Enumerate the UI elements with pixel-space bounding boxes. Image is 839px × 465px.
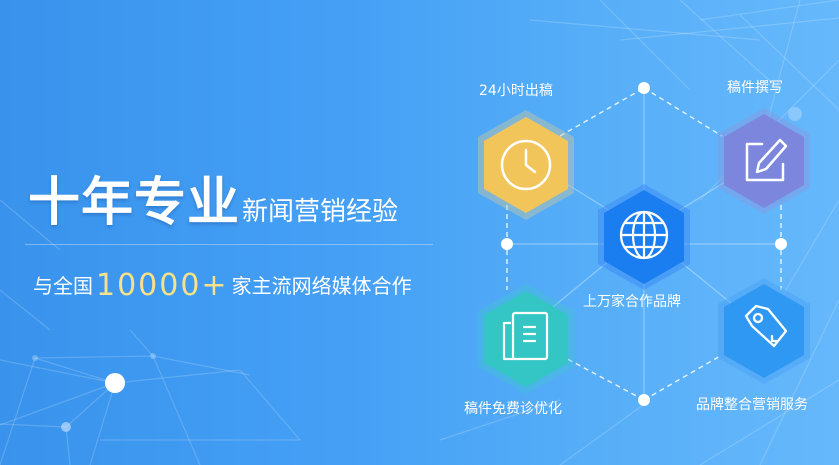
connector-dot-bottom	[638, 394, 650, 406]
subline-prefix: 与全国	[33, 274, 93, 298]
connector-dot-top	[638, 82, 650, 94]
headline-sub: 新闻营销经验	[242, 197, 399, 227]
divider	[25, 244, 433, 245]
connector-dot-left	[501, 238, 513, 250]
tag-icon	[744, 304, 788, 348]
feature-integrated-marketing[interactable]	[714, 276, 814, 386]
feature-free-optimization[interactable]	[474, 282, 578, 396]
clock-icon	[500, 139, 552, 191]
connector-dot-right	[775, 238, 787, 250]
feature-label-optimization: 稿件免费诊优化	[464, 401, 562, 417]
globe-icon	[619, 210, 669, 260]
headline-main: 十年专业	[28, 173, 241, 233]
feature-24h-delivery[interactable]	[474, 108, 578, 222]
headline: 十年专业新闻营销经验	[28, 160, 398, 235]
edit-icon	[745, 138, 788, 182]
media-count: 10000+	[96, 268, 229, 303]
feature-partner-brands[interactable]	[594, 182, 694, 292]
feature-writing[interactable]	[714, 106, 814, 216]
feature-label-brands: 上万家合作品牌	[583, 294, 681, 310]
document-icon	[502, 311, 549, 361]
feature-label-24h: 24小时出稿	[479, 83, 553, 99]
feature-label-marketing: 品牌整合营销服务	[696, 397, 808, 413]
subline-suffix: 家主流网络媒体合作	[231, 274, 412, 298]
feature-label-writing: 稿件撰写	[727, 80, 783, 96]
